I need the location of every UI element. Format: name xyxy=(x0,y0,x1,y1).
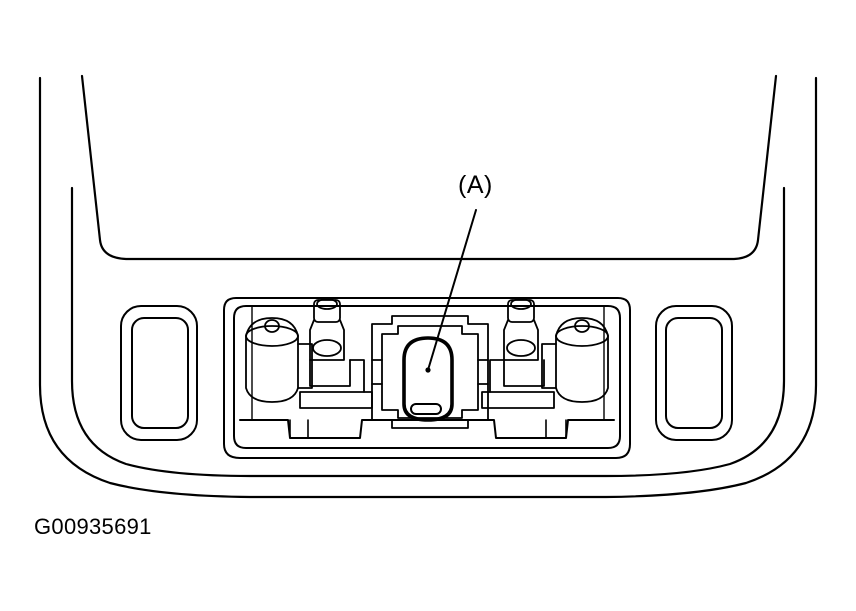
left-side-pocket xyxy=(120,305,198,441)
figure-id: G00935691 xyxy=(34,514,152,539)
lamp-housing xyxy=(223,297,631,459)
callout-label-a: (A) xyxy=(458,171,493,199)
lamp-switch-knob xyxy=(402,336,454,422)
callout-leader-line xyxy=(427,209,477,371)
right-side-pocket xyxy=(655,305,733,441)
center-switch-frame xyxy=(371,315,489,429)
left-bulb-assembly xyxy=(245,298,373,409)
console-trim-outline xyxy=(38,74,818,499)
right-bulb-assembly xyxy=(481,298,609,409)
